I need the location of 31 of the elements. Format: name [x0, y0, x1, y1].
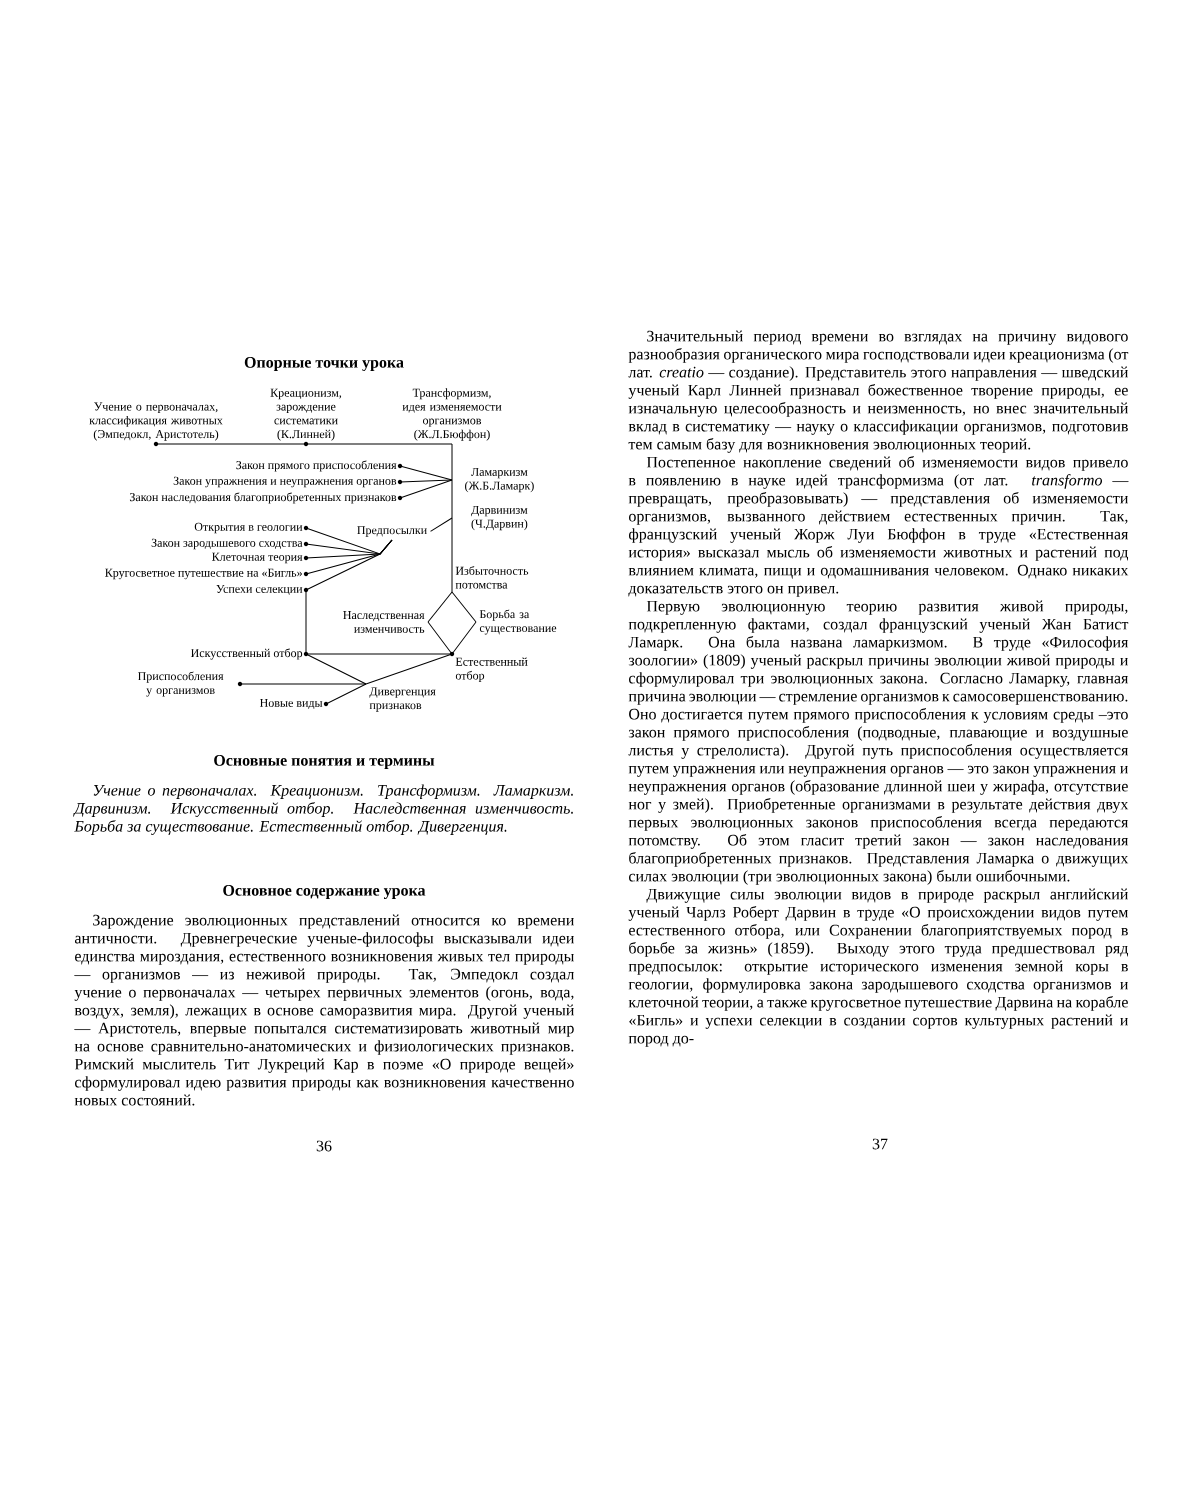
body-paragraph: Зарождение эволюционных представлений относится ко времени античности. Древнегреческие ученые-философы высказывали идеи единства мироздания, естественного возникновения живых тел природы — организмов — из неживой природы. Так, Эмпедокл создал учение о первоначалах — четырех первичных элементов (огонь, вода, воздух, земля), лежащих в основе саморазвития мира. Другой ученый — Аристотель, впервые попытался систематизировать животный мир на основе сравнительно-анатомических и физиологических признаков. Римский мыслитель Тит Лукреций Кар в поэме «О природе вещей» сформулировал идею развития природы как возникновения качественно новых состояний.	[74, 914, 575, 1106]
connector-line	[305, 539, 393, 591]
body-paragraph: Значительный период времени во взглядах на причину видового разнообразия органического мира господствовали идеи креационизма (от лат. creatio — создание). Представитель этого направления — шведский ученый Карл Линней признавал божественное творение природы, ее изначальную целесообразность и неизменность, но внес значительный вклад в систематику — науку о классификации организмов, подготовив тем самым базу для возникновения эволюционных теорий.	[628, 330, 1129, 453]
section-heading: Основные понятия и термины	[214, 755, 435, 770]
connector-line	[451, 517, 453, 593]
connector-line	[399, 479, 453, 499]
connector-line	[365, 653, 453, 685]
body-paragraph: Движущие силы эволюции видов в природе раскрыл английский ученый Чарлз Роберт Дарвин в труде «О происхождении видов путем естественного отбора, или Сохранении благоприятствуемых пород в борьбе за жизнь» (1859). Выходу этого труда предшествовал ряд предпосылок: открытие исторического изменения земной коры в геологии, формулировка закона зародышевого сходства организмов и клеточной теории, а также кругосветное путешествие Дарвина на корабле «Бигль» и успехи селекции в создании сортов культурных растений и пород до-	[628, 888, 1129, 1047]
page-number: 37	[872, 1138, 888, 1150]
connector-line	[325, 683, 367, 705]
connector-line	[451, 591, 477, 623]
body-paragraph: Первую эволюционную теорию развития живой природы, подкрепленную фактами, создал французский ученый Жан Батист Ламарк. Она была названа ламаркизмом. В труде «Философия зоологии» (1809) ученый раскрыл причины эволюции живой природы и сформулировал три эволюционных закона. Согласно Ламарку, главная причина эволюции — стремление организмов к самосовершенствованию. Оно достигается путем прямого приспособления к условиям среды –это закон прямого приспособления (подводные, плавающие и воздушные листья у стрелолиста). Другой путь приспособления осуществляется путем упражнения или неупражнения органов — это закон упражнения и неупражнения органов (образование длинной шеи у жирафа, отсутствие ног у змей). Приобретенные организмами в результате действия двух первых эволюционных законов приспособления всегда передаются потомству. Об этом гласит третий закон — закон наследования благоприобретенных признаков. Представления Ламарка о движущих силах эволюции (три эволюционных закона) были ошибочными.	[628, 600, 1129, 885]
connector-line	[239, 683, 367, 685]
term-list: Учение о первоначалах. Креационизм. Трансформизм. Ламаркизм. Дарвинизм. Искусственный отбор. Наследственная изменчивость. Борьба за существование. Естественный отбор. Дивергенция.	[73, 784, 573, 835]
connector-line	[427, 621, 453, 655]
connector-line	[451, 479, 453, 519]
connector-line	[155, 443, 307, 445]
body-paragraph: Постепенное накопление сведений об изменяемости видов привело в появлению в науке идей трансформизма (от лат. transformo — превращать, преобразовывать) — представления об изменяемости организмов, вызванного действием естественных причин. Так, французский ученый Жорж Луи Бюффон в труде «Естественная история» высказал мысль об изменяемости животных и растений под влиянием климата, пищи и одомашнивания человеком. Однако никаких доказательств этого он привел.	[628, 455, 1129, 597]
connector-line	[427, 591, 453, 623]
connector-line	[305, 589, 307, 655]
page-number: 36	[316, 1140, 332, 1152]
section-heading: Основное содержание урока	[223, 885, 426, 900]
connector-line	[451, 443, 453, 481]
diagram-title: Опорные точки урока	[244, 357, 404, 372]
connector-line	[399, 479, 453, 483]
connector-line	[399, 465, 453, 481]
connector-line	[430, 517, 453, 532]
connector-line	[305, 653, 453, 655]
connector-line	[451, 621, 477, 655]
connector-line	[305, 443, 453, 445]
connector-line	[305, 653, 367, 685]
